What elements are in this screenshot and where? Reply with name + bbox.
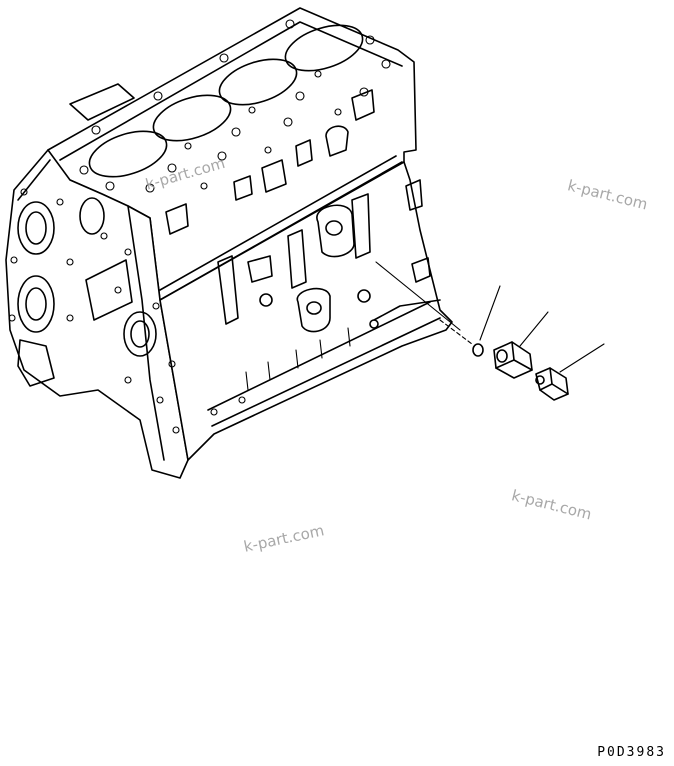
o-ring	[472, 343, 484, 357]
cylinder-block	[5, 7, 453, 479]
adapter	[493, 341, 533, 379]
cylinder-bore-3	[152, 94, 232, 142]
sensor-switch	[535, 367, 569, 401]
assembly-axis	[439, 319, 473, 345]
cylinder-bore-4	[88, 130, 168, 178]
drawing-code: P0D3983	[597, 745, 666, 760]
cylinder-bore-2	[218, 58, 298, 106]
leader-lines	[375, 261, 605, 373]
